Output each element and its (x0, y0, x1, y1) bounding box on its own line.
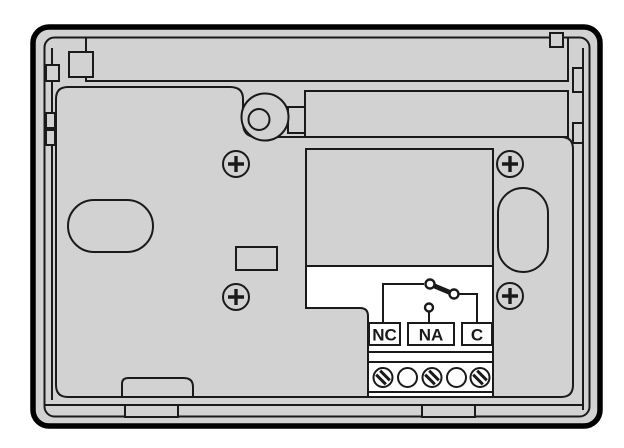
terminal-strip-spacer (367, 351, 494, 363)
terminal-label-na: NA (419, 326, 444, 345)
relay-housing-block (305, 148, 494, 267)
hinge-pivot-hole (247, 108, 271, 131)
relay-switch-icon (382, 278, 478, 323)
terminal-strip (367, 351, 494, 393)
top-right-notch (549, 32, 564, 48)
bottom-tab-left (124, 404, 179, 418)
relay-pivot-contact (424, 278, 436, 290)
terminal-box-nc (368, 322, 401, 346)
terminal-labels: NC NA C (368, 322, 493, 346)
relay-na-contact (423, 302, 435, 313)
top-left-tab (68, 51, 94, 78)
terminal-box-c (461, 322, 493, 346)
right-wall-clip-2 (572, 122, 584, 144)
left-wall-clip-2 (45, 129, 56, 146)
terminal-hole-icon (397, 367, 418, 388)
right-wall-clip-1 (572, 67, 584, 93)
terminal-box-na (407, 322, 455, 346)
relay-lever-tip-contact (448, 288, 460, 300)
right-cable-opening (497, 187, 549, 273)
left-wall-clip-1 (45, 112, 56, 129)
terminal-hole-icon (446, 367, 467, 388)
phillips-screw-icon (222, 150, 250, 178)
slotted-screw-icon (421, 367, 443, 388)
bottom-tab-right (421, 404, 476, 418)
phillips-screw-icon (496, 150, 524, 178)
hinge-latch-square (287, 106, 306, 134)
terminal-label-nc: NC (372, 326, 397, 345)
left-cable-opening (67, 199, 154, 253)
plate-window (235, 246, 278, 271)
slotted-screw-icon (469, 367, 491, 388)
terminal-label-c: C (471, 326, 483, 345)
relay-lever (433, 283, 451, 295)
top-band-upper (85, 36, 569, 82)
wire-nc (382, 283, 424, 323)
phillips-screw-icon (496, 282, 524, 310)
plate-bottom-bump (121, 377, 194, 398)
slotted-screw-icon (372, 367, 394, 388)
top-band-lower (304, 90, 569, 138)
wire-c (459, 293, 478, 323)
phillips-screw-icon (222, 283, 250, 311)
left-wall-notch-upper (45, 64, 60, 82)
